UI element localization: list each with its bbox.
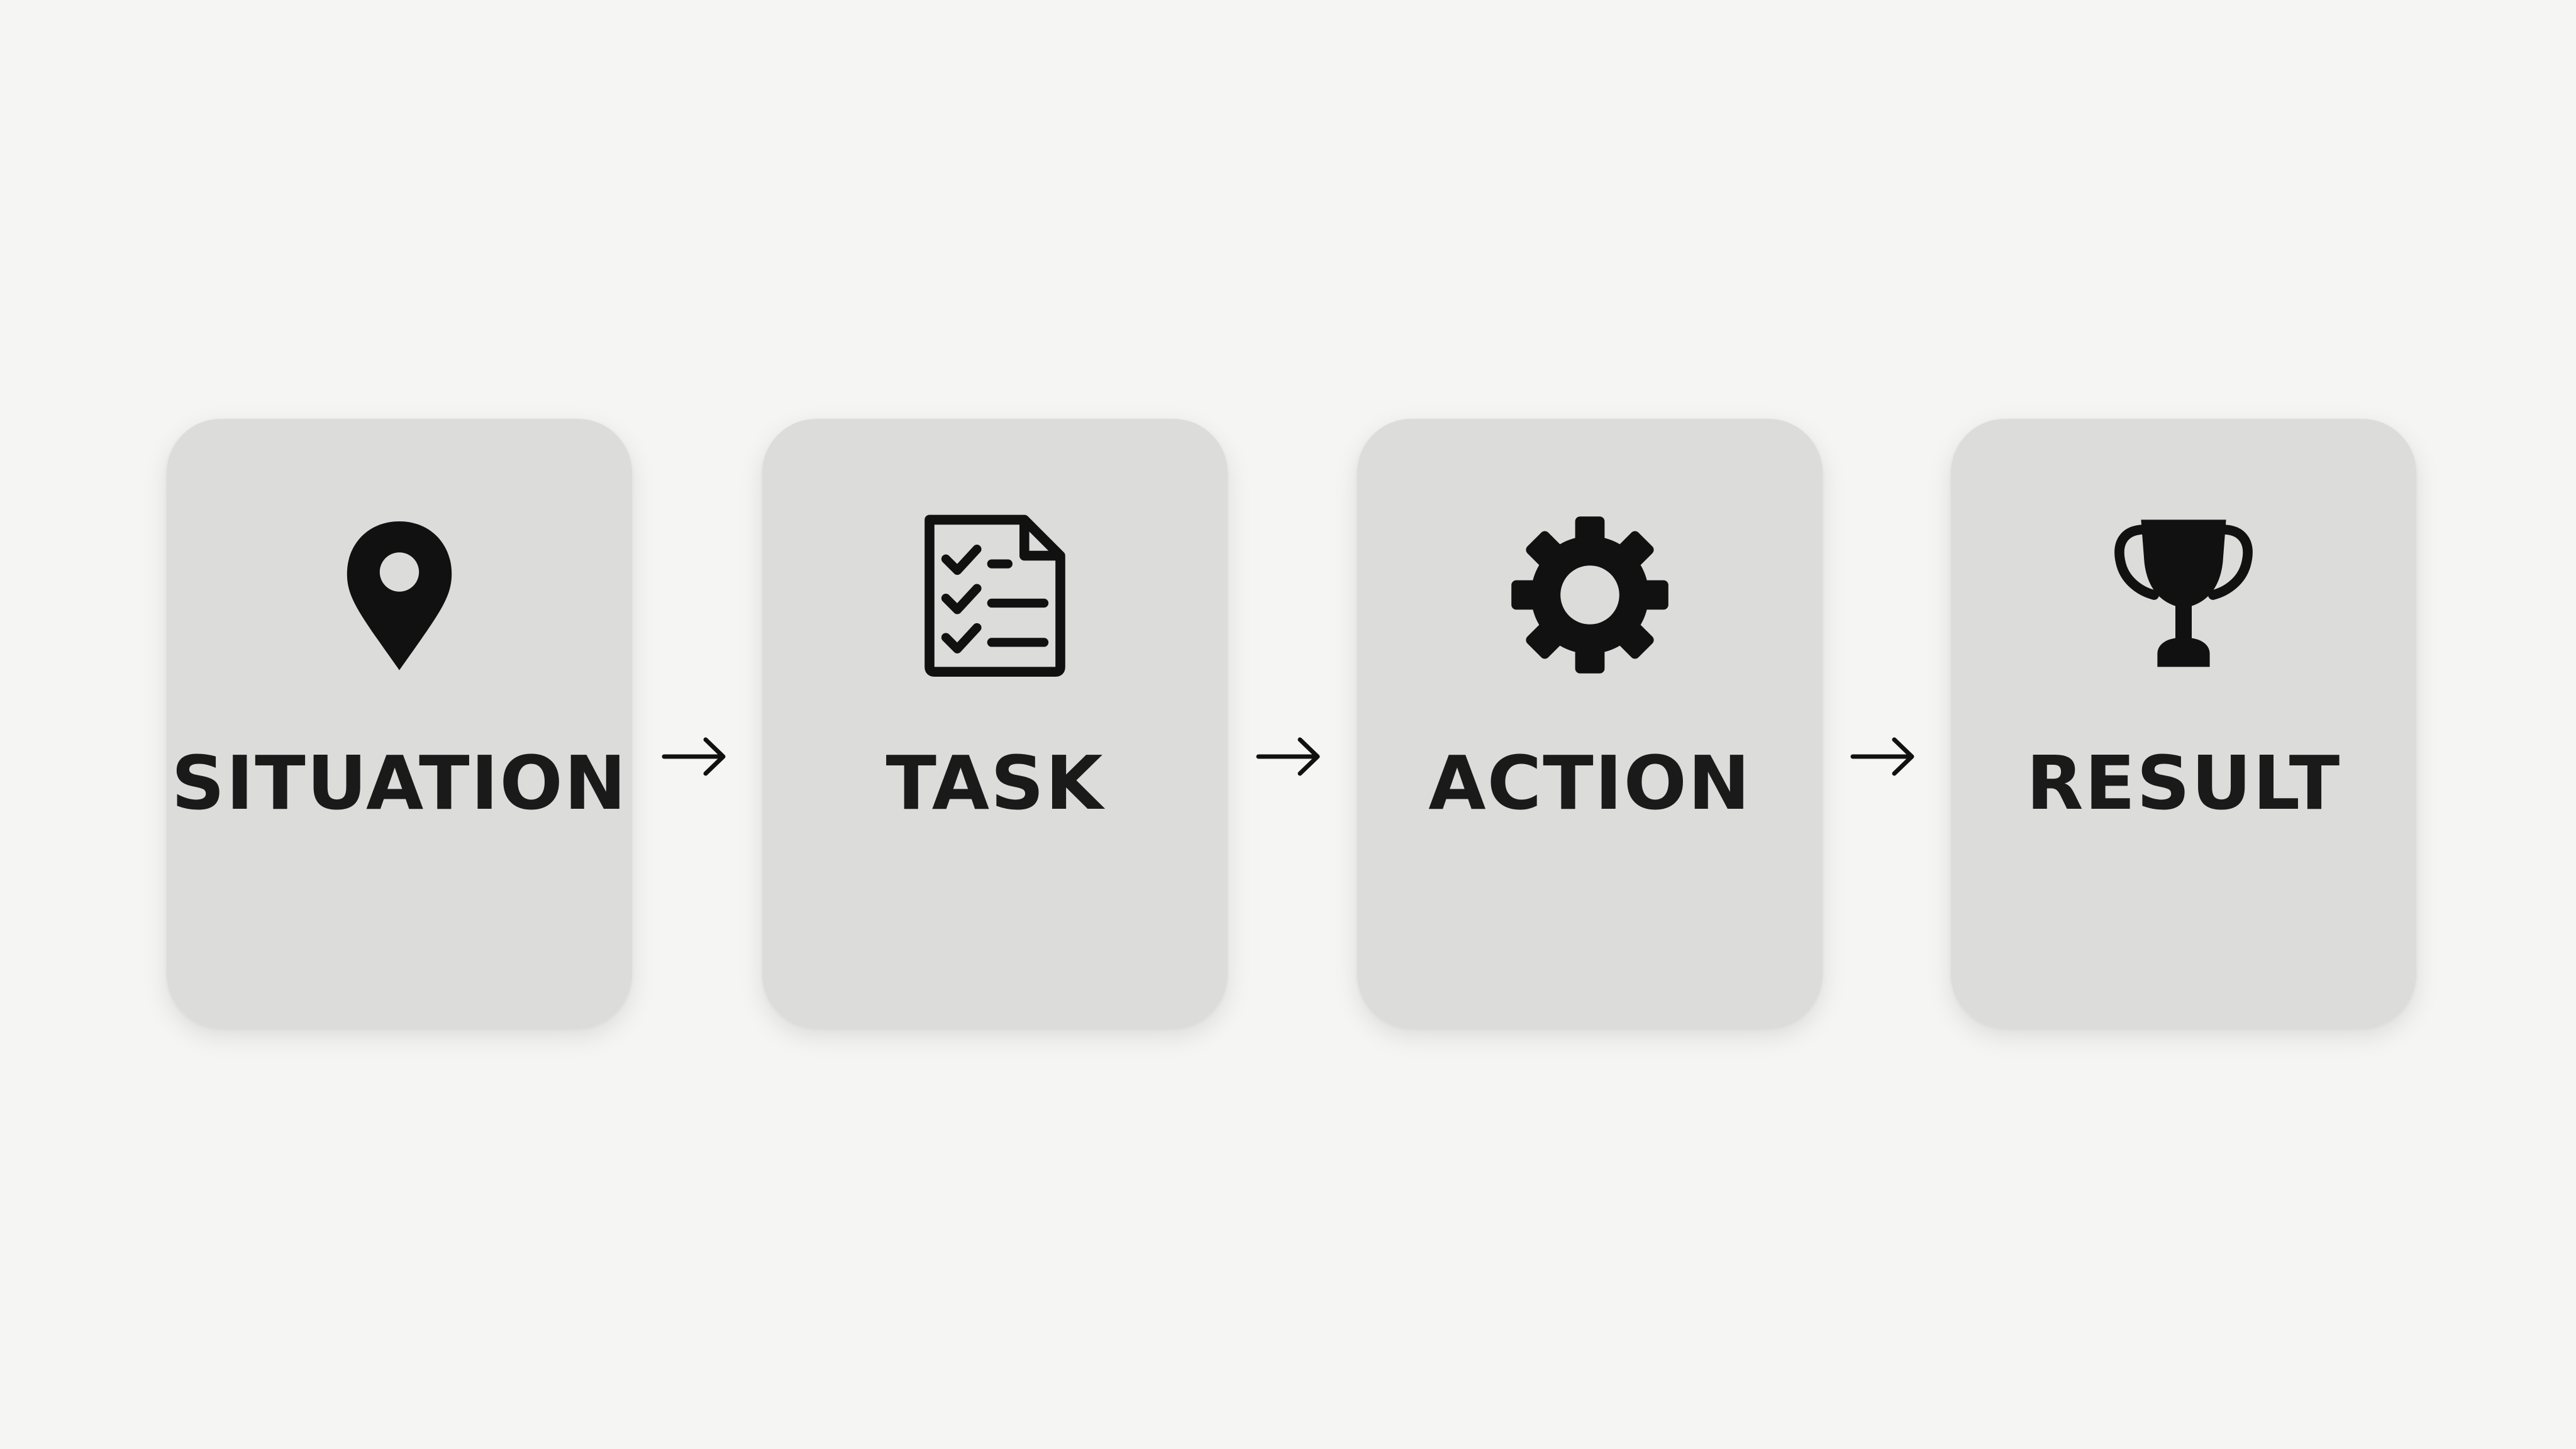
- step-label: SITUATION: [171, 740, 628, 826]
- arrow-right-icon: [1849, 735, 1918, 779]
- arrow-right-icon: [660, 735, 730, 779]
- gear-icon: [1508, 513, 1672, 677]
- arrow-right-icon: [1255, 735, 1324, 779]
- step-card-task: TASK: [762, 419, 1228, 1028]
- checklist-icon: [913, 513, 1077, 677]
- step-card-result: RESULT: [1951, 419, 2416, 1028]
- step-card-action: ACTION: [1357, 419, 1823, 1028]
- step-label: ACTION: [1428, 740, 1752, 826]
- map-pin-icon: [318, 513, 481, 677]
- trophy-icon: [2102, 513, 2265, 677]
- step-label: RESULT: [2026, 740, 2341, 826]
- step-card-situation: SITUATION: [167, 419, 632, 1028]
- step-label: TASK: [886, 740, 1104, 826]
